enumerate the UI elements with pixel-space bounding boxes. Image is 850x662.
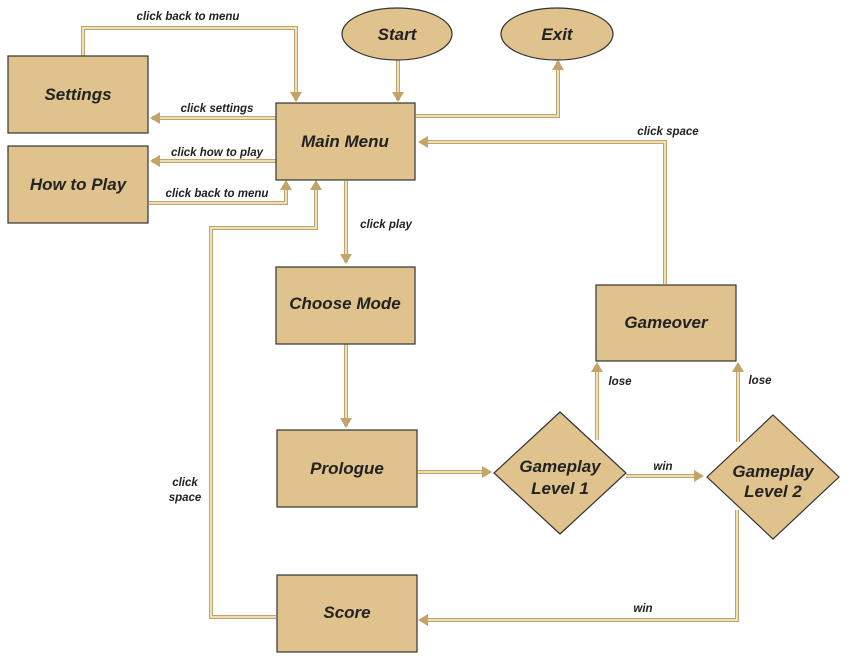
exit-node: Exit (500, 7, 614, 61)
prologue-label: Prologue (310, 459, 384, 478)
label-click-back-to-menu-bottom: click back to menu (166, 188, 269, 200)
settings-node: Settings (7, 55, 149, 134)
main-menu-node: Main Menu (275, 102, 416, 181)
edge-main-menu-to-how-to-play (150, 155, 276, 167)
label-click-space-side-line-2: space (169, 492, 202, 504)
prologue-node: Prologue (276, 429, 418, 508)
gameplay-level-2-node: Gameplay Level 2 (706, 414, 840, 540)
label-click-how-to-play: click how to play (171, 147, 264, 159)
edge-level-1-to-level-2 (626, 470, 704, 482)
label-click-settings: click settings (181, 103, 254, 115)
how-to-play-label: How to Play (30, 175, 128, 194)
choose-mode-label: Choose Mode (289, 294, 400, 313)
edge-main-menu-to-settings (150, 112, 276, 124)
score-label: Score (323, 603, 370, 622)
gameplay-level-1-node: Gameplay Level 1 (493, 411, 627, 535)
gameplay-level-2-line-2: Level 2 (744, 482, 802, 501)
edge-prologue-to-level-1 (418, 466, 492, 478)
connectors (81, 26, 744, 626)
edge-level-2-to-gameover (732, 362, 744, 442)
label-click-space-top: click space (637, 126, 699, 138)
label-lose-2: lose (748, 375, 772, 387)
label-win-score: win (633, 603, 652, 615)
edge-how-to-play-to-main-menu (149, 180, 292, 205)
edge-level-1-to-gameover (591, 362, 603, 440)
label-win-levels: win (653, 461, 672, 473)
edge-main-menu-to-choose-mode (340, 181, 352, 264)
label-click-space-side-line-1: click (172, 477, 198, 489)
score-node: Score (276, 574, 418, 653)
edge-choose-mode-to-prologue (340, 344, 352, 428)
edge-main-menu-to-exit (416, 60, 564, 118)
label-lose-1: lose (608, 376, 632, 388)
gameover-node: Gameover (595, 284, 737, 362)
gameplay-level-2-line-1: Gameplay (732, 462, 815, 481)
main-menu-label: Main Menu (301, 132, 389, 151)
gameover-label: Gameover (624, 313, 709, 332)
edge-settings-to-main-menu (81, 26, 302, 102)
choose-mode-node: Choose Mode (275, 266, 416, 345)
gameplay-level-1-line-1: Gameplay (519, 457, 602, 476)
edge-start-to-main-menu (392, 60, 404, 102)
start-node: Start (341, 7, 453, 61)
how-to-play-node: How to Play (7, 145, 149, 224)
label-click-back-to-menu-top: click back to menu (137, 11, 240, 23)
settings-label: Settings (44, 85, 111, 104)
gameplay-level-1-line-2: Level 1 (531, 479, 589, 498)
edge-score-to-main-menu (209, 180, 322, 619)
edge-labels: click back to menu click settings click … (137, 11, 773, 615)
nodes: Start Exit Settings How to Play Main Men… (7, 7, 840, 653)
label-click-play: click play (360, 219, 412, 231)
edge-level-2-to-score (418, 510, 739, 626)
edge-gameover-to-main-menu (418, 136, 667, 284)
exit-label: Exit (541, 25, 574, 44)
start-label: Start (378, 25, 418, 44)
